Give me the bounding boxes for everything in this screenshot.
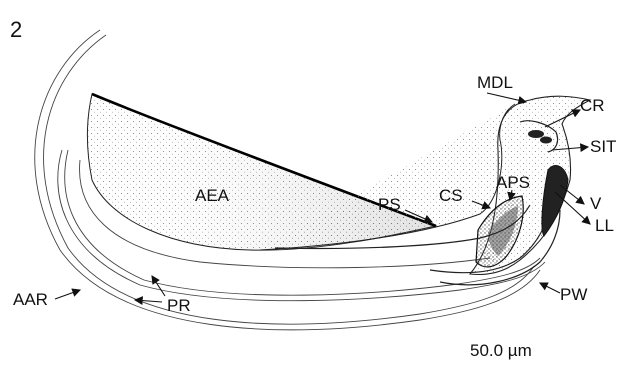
label-mdl: MDL [477, 73, 513, 92]
label-pr: PR [167, 296, 191, 315]
arrow-pr-2 [152, 276, 165, 296]
label-ps: PS [378, 195, 401, 214]
scale-bar-label: 50.0 µm [470, 341, 532, 360]
label-aea: AEA [195, 186, 230, 205]
label-sit: SIT [590, 137, 616, 156]
panel-number: 2 [10, 17, 22, 42]
cr-blob-2 [540, 137, 552, 144]
label-aps: APS [496, 173, 530, 192]
cr-blob-1 [528, 130, 544, 138]
label-cr: CR [580, 96, 605, 115]
label-aar: AAR [13, 290, 48, 309]
label-pw: PW [560, 285, 587, 304]
label-v: V [590, 194, 602, 213]
arrow-mdl [487, 93, 526, 102]
label-ll: LL [595, 216, 614, 235]
label-cs: CS [439, 186, 463, 205]
arrow-pw [540, 283, 560, 293]
arrow-aar [55, 290, 80, 299]
